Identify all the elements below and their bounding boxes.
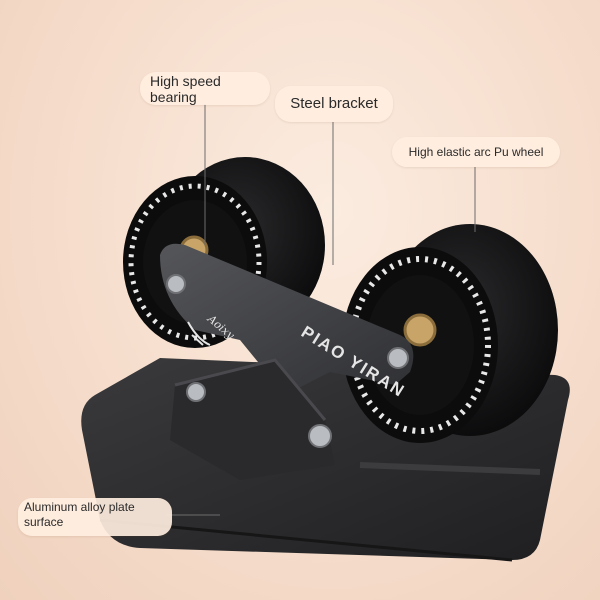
bearing-callout-line-2: bearing bbox=[150, 89, 197, 105]
bearing-callout-line-1: High speed bbox=[150, 73, 221, 89]
bolt-icon bbox=[387, 347, 409, 369]
right-bearing bbox=[403, 313, 437, 347]
steel-bracket: PIAO YIRAN Aoixy bbox=[160, 243, 414, 480]
bolt-icon bbox=[166, 274, 186, 294]
screw-icon bbox=[308, 424, 332, 448]
bearing-callout: High speed bearing bbox=[140, 72, 270, 105]
screw-icon bbox=[186, 382, 206, 402]
plate-callout-line-2: surface bbox=[24, 515, 64, 529]
right-wheel bbox=[342, 224, 558, 443]
plate-callout: Aluminum alloy plate surface bbox=[18, 498, 172, 536]
bird-logo-icon bbox=[187, 321, 211, 346]
bracket-callout: Steel bracket bbox=[275, 86, 393, 122]
plate-callout-line-1: Aluminum alloy plate bbox=[24, 500, 135, 514]
callout-pointers bbox=[166, 104, 476, 516]
wheel-callout: High elastic arc Pu wheel bbox=[392, 137, 560, 167]
